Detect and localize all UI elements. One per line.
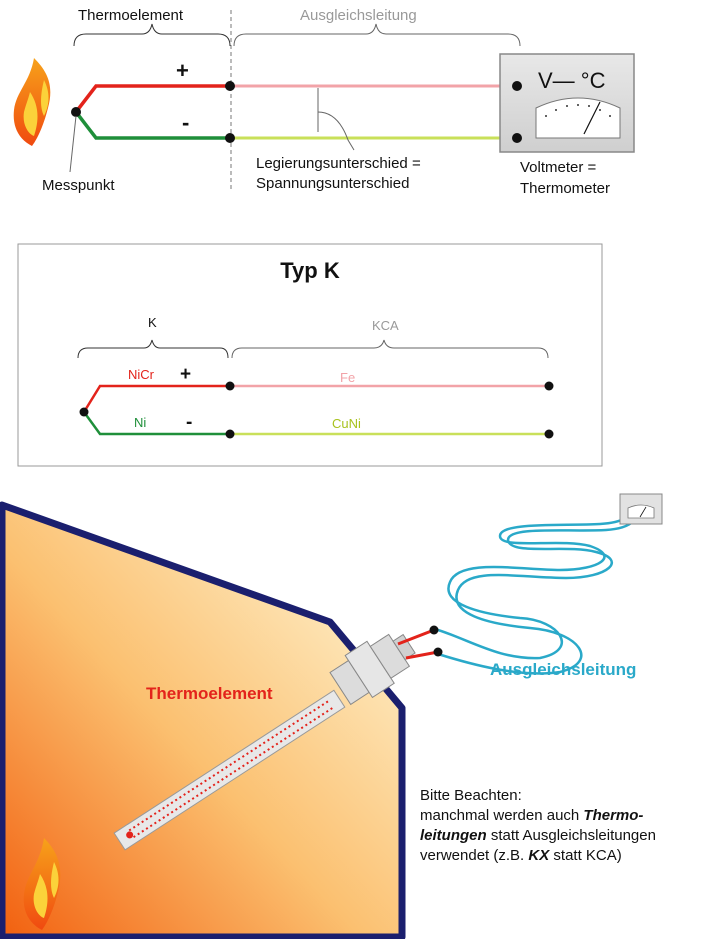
terminal-dot-plus [429, 625, 439, 635]
connector-dot-plus [225, 81, 235, 91]
note-line-2a: manchmal werden auch [420, 807, 584, 824]
small-voltmeter-icon [619, 493, 663, 525]
note-line-1: Bitte Beachten: [420, 787, 522, 804]
typk-cuni-label: CuNi [332, 416, 361, 431]
probe-wire-plus [397, 628, 435, 646]
wire-minus-thermo [74, 110, 230, 140]
note-line-3: leitungen statt Ausgleichsleitungen [420, 826, 720, 846]
typk-plus-sign: + [180, 364, 191, 385]
top-thermoelement-label: Thermoelement [78, 7, 184, 24]
messpunkt-label: Messpunkt [42, 177, 115, 194]
note-line-3b: statt Ausgleichsleitungen [486, 827, 656, 844]
furnace-chamber [0, 501, 406, 939]
terminal-dot-minus [433, 647, 443, 657]
typk-dot-cuni-end [544, 429, 554, 439]
compensation-cable-coil [437, 507, 632, 660]
note-line-4c: statt KCA) [549, 847, 622, 864]
typk-minus-sign: - [186, 412, 192, 433]
cable-gland [329, 633, 416, 706]
note-line-4a: verwendet (z.B. [420, 847, 529, 864]
voltmeter-caption-line1: Voltmeter = [520, 159, 597, 176]
typk-dot-fe-end [544, 381, 554, 391]
difference-pointer-curve [317, 111, 355, 151]
thermocouple-probe [113, 689, 346, 851]
top-minus-sign: - [182, 110, 189, 135]
voltmeter-caption-line2: Thermometer [520, 180, 610, 197]
typk-panel [17, 243, 603, 467]
typk-title: Typ K [280, 258, 340, 283]
bottom-thermoelement-label: Thermoelement [146, 684, 273, 703]
note-line-3a: leitungen [420, 827, 487, 844]
typk-dot-ni [225, 429, 235, 439]
connector-dot-minus [225, 133, 235, 143]
bottom-ausgleich-label: Ausgleichsleitung [490, 660, 636, 679]
typk-fe-label: Fe [340, 370, 355, 385]
note-line-2b: Thermo- [583, 807, 644, 824]
note-line-4b: KX [528, 847, 550, 864]
wire-plus-thermo [74, 84, 230, 114]
junction-point [71, 107, 81, 117]
typk-wire-nicr [82, 384, 230, 413]
difference-label-line2: Spannungsunterschied [256, 175, 409, 192]
typk-wire-ni [82, 411, 230, 436]
brace-thermoelement [73, 23, 231, 47]
brace-ausgleichsleitung [233, 23, 521, 47]
voltmeter-icon [499, 53, 635, 153]
typk-kca-label: KCA [372, 318, 399, 333]
top-plus-sign: + [176, 58, 189, 83]
note-line-2: manchmal werden auch Thermo- [420, 806, 720, 826]
voltmeter-display-text: V— °C [538, 68, 606, 93]
difference-label-line1: Legierungsunterschied = [256, 155, 421, 172]
typk-brace-kca [231, 339, 549, 359]
probe-wire-minus [405, 650, 439, 660]
typk-k-label: K [148, 315, 157, 330]
flame-icon-bottom [23, 838, 61, 930]
top-ausgleich-label: Ausgleichsleitung [300, 7, 417, 24]
typk-ni-label: Ni [134, 415, 146, 430]
typk-junction [79, 407, 89, 417]
flame-icon-top [13, 58, 51, 146]
typk-brace-k [77, 339, 229, 359]
typk-nicr-label: NiCr [128, 367, 155, 382]
messpunkt-pointer [69, 115, 77, 173]
typk-dot-nicr [225, 381, 235, 391]
note-text-block: Bitte Beachten: manchmal werden auch The… [420, 786, 720, 866]
compensation-cable-coil-2 [437, 507, 640, 675]
note-line-4: verwendet (z.B. KX statt KCA) [420, 846, 720, 866]
